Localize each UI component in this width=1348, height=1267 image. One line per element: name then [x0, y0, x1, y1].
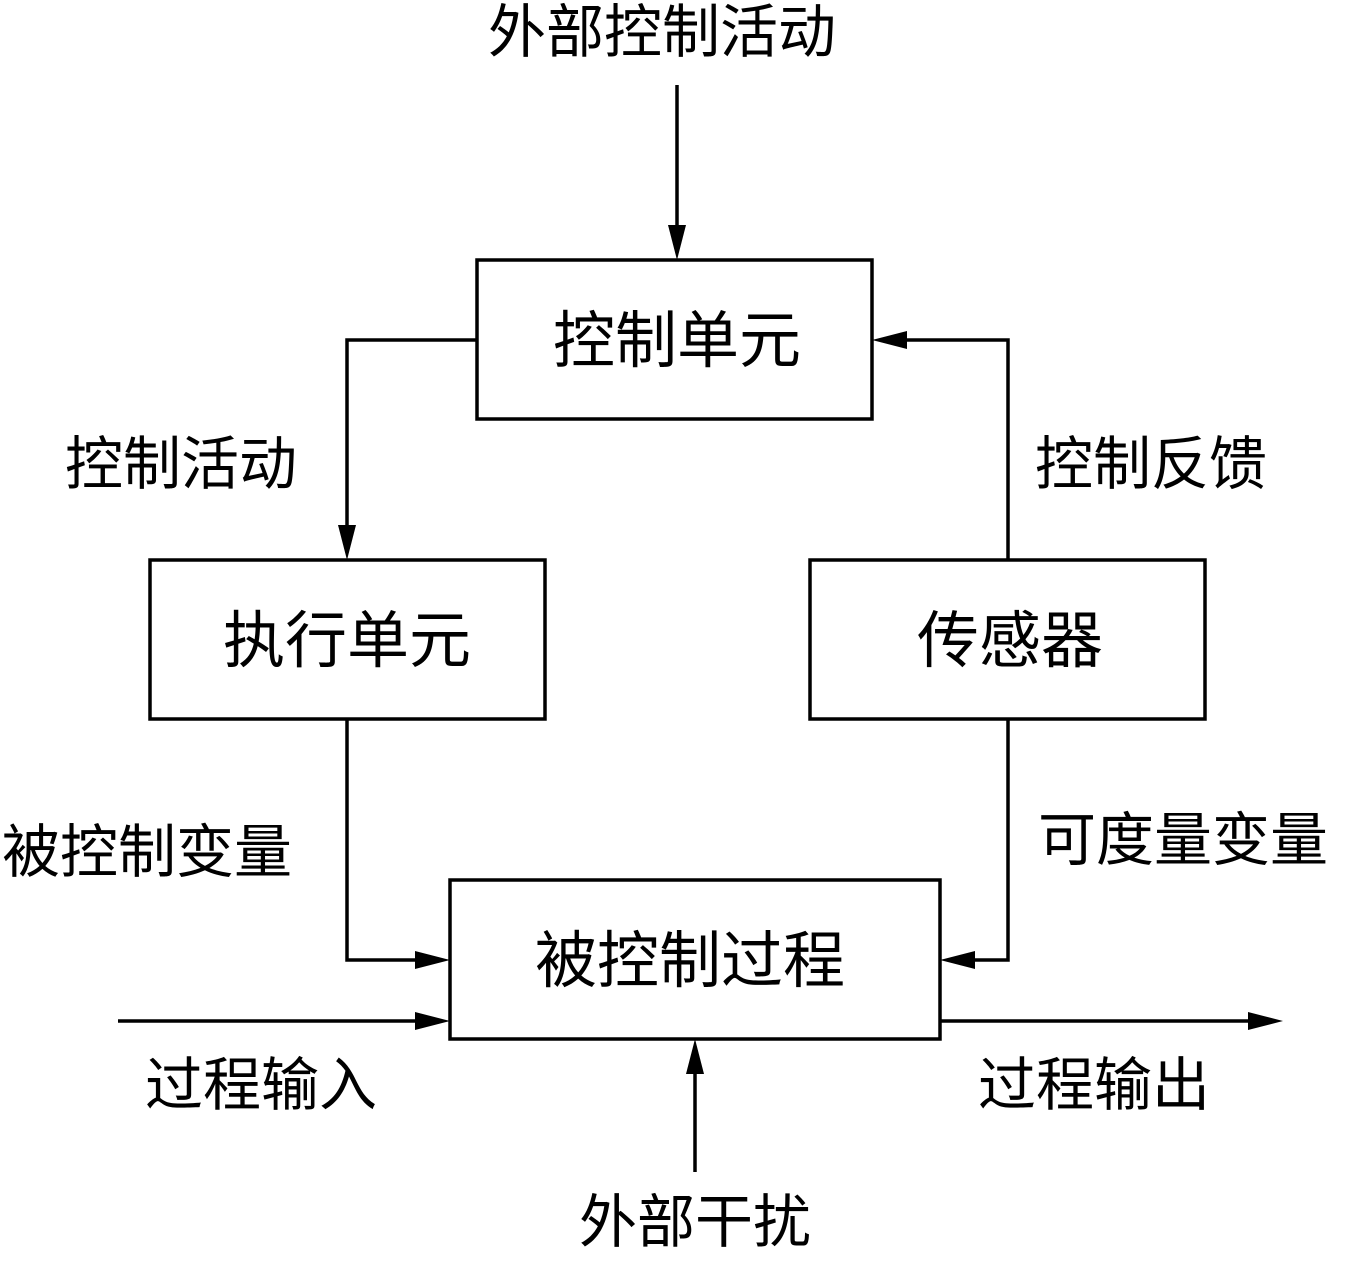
arrowhead-left-process [940, 951, 975, 969]
arrowhead-left-control-unit [872, 331, 907, 349]
label-process-output: 过程输出 [978, 1051, 1210, 1119]
sensor-node: 传感器 [808, 558, 1207, 721]
label-control-action: 控制活动 [65, 430, 297, 498]
control-unit-node: 控制单元 [475, 258, 874, 421]
edge-measurable-variable-line [965, 719, 1010, 962]
edge-control-feedback [872, 331, 1010, 560]
process-node: 被控制过程 [448, 878, 942, 1041]
arrowhead-up-process [686, 1039, 704, 1074]
edge-process-output [940, 1012, 1283, 1030]
label-process-input: 过程输入 [145, 1051, 377, 1119]
actuator-node: 执行单元 [148, 558, 547, 721]
process-label: 被控制过程 [535, 924, 845, 997]
process-box [448, 878, 942, 1041]
arrowhead-down-actuator [338, 525, 356, 560]
sensor-label: 传感器 [917, 604, 1103, 677]
edge-control-action [338, 338, 477, 560]
edge-disturbance [686, 1039, 704, 1172]
arrowhead-right-process-output [1248, 1012, 1283, 1030]
edge-measurable-variable [940, 719, 1010, 969]
edge-controlled-variable-line [345, 719, 425, 962]
label-controlled-variable: 被控制变量 [2, 818, 292, 886]
actuator-label: 执行单元 [223, 604, 471, 677]
arrowhead-right-process-input [415, 1012, 450, 1030]
label-external-control: 外部控制活动 [488, 0, 836, 66]
edge-controlled-variable [345, 719, 450, 969]
edge-process-input [118, 1012, 450, 1030]
actuator-box [148, 558, 547, 721]
label-disturbance: 外部干扰 [579, 1188, 811, 1256]
control-unit-label: 控制单元 [553, 304, 801, 377]
label-measurable-variable: 可度量变量 [1038, 806, 1328, 874]
arrowhead-down-control-unit [668, 225, 686, 260]
edge-control-action-line [345, 338, 477, 535]
label-control-feedback: 控制反馈 [1035, 430, 1267, 498]
edge-control-feedback-line [897, 338, 1010, 560]
control-unit-box [475, 258, 874, 421]
edge-external-control [668, 85, 686, 260]
arrowhead-right-process [415, 951, 450, 969]
